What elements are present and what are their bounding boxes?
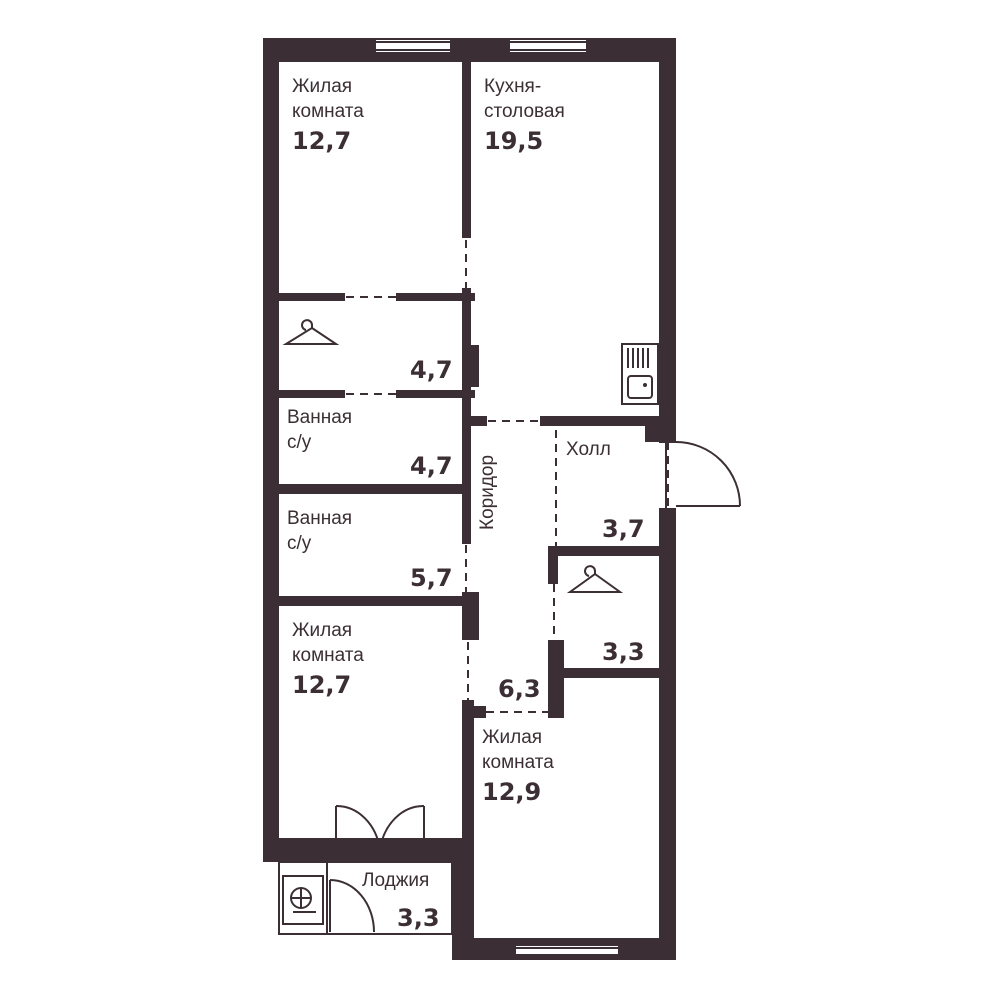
- svg-text:12,7: 12,7: [292, 127, 351, 155]
- svg-text:Ванная: Ванная: [287, 508, 352, 529]
- room-area: 12,7: [292, 671, 351, 699]
- room-living-room-1: Жилая комната 12,7: [292, 76, 364, 155]
- room-label-line: с/у: [287, 533, 312, 554]
- svg-text:3,7: 3,7: [602, 515, 645, 543]
- svg-text:с/у: с/у: [287, 432, 312, 453]
- loggia-frame: [278, 861, 453, 935]
- svg-text:12,9: 12,9: [482, 778, 541, 806]
- hanger-icon: [566, 565, 624, 593]
- svg-text:Холл: Холл: [566, 439, 611, 460]
- room-label-line: Жилая: [292, 620, 352, 641]
- room-label-line: Ванная: [287, 407, 352, 428]
- room-label-line: столовая: [484, 101, 565, 122]
- hanger-icon: [282, 319, 340, 345]
- svg-text:комната: комната: [482, 752, 554, 773]
- svg-text:3,3: 3,3: [602, 638, 645, 666]
- room-area: 3,3: [397, 904, 440, 932]
- room-area: 3,7: [602, 515, 645, 543]
- svg-text:19,5: 19,5: [484, 127, 543, 155]
- room-living-room-2: Жилая комната 12,7: [292, 620, 364, 699]
- wall-left: [263, 38, 279, 860]
- balcony-door-icon: [335, 804, 425, 859]
- room-label-line: Кухня-: [484, 76, 541, 97]
- room-label-line: Жилая: [292, 76, 352, 97]
- wall-right-lower: [659, 508, 676, 960]
- svg-text:Жилая: Жилая: [292, 620, 352, 641]
- svg-text:4,7: 4,7: [410, 356, 453, 384]
- room-label-line: комната: [292, 645, 364, 666]
- room-bathroom-1: Ванная с/у 4,7: [287, 407, 453, 480]
- room-loggia: Лоджия 3,3: [362, 870, 440, 932]
- svg-text:6,3: 6,3: [498, 675, 541, 703]
- room-kitchen-dining: Кухня- столовая 19,5: [484, 76, 565, 155]
- room-label-line: Лоджия: [362, 870, 429, 891]
- room-label-line: Коридор: [477, 455, 498, 530]
- room-area: 4,7: [410, 356, 453, 384]
- svg-text:комната: комната: [292, 101, 364, 122]
- svg-text:Кухня-: Кухня-: [484, 76, 541, 97]
- svg-text:4,7: 4,7: [410, 452, 453, 480]
- room-living-room-3: Жилая комната 12,9: [482, 727, 554, 806]
- air-conditioner-icon: [282, 875, 324, 925]
- room-area: 6,3: [498, 675, 541, 703]
- room-label-line: комната: [292, 101, 364, 122]
- window-icon: [376, 40, 618, 956]
- room-label-line: с/у: [287, 432, 312, 453]
- room-label-line: Ванная: [287, 508, 352, 529]
- wall-right-upper: [659, 38, 676, 443]
- room-area: 12,9: [482, 778, 541, 806]
- svg-text:Лоджия: Лоджия: [362, 870, 429, 891]
- svg-text:комната: комната: [292, 645, 364, 666]
- room-label-line: комната: [482, 752, 554, 773]
- room-hall: Холл 3,7: [566, 439, 645, 543]
- room-area: 12,7: [292, 127, 351, 155]
- room-area: 19,5: [484, 127, 543, 155]
- room-wardrobe-1: 4,7: [410, 356, 453, 384]
- svg-text:5,7: 5,7: [410, 564, 453, 592]
- svg-text:Ванная: Ванная: [287, 407, 352, 428]
- room-corridor: Коридор 6,3: [477, 455, 541, 703]
- room-bathroom-2: Ванная с/у 5,7: [287, 508, 453, 592]
- svg-text:3,3: 3,3: [397, 904, 440, 932]
- interior-walls: [279, 56, 661, 950]
- svg-text:12,7: 12,7: [292, 671, 351, 699]
- room-label-line: Холл: [566, 439, 611, 460]
- sink-icon: [621, 343, 659, 405]
- room-area: 4,7: [410, 452, 453, 480]
- room-label-line: Жилая: [482, 727, 542, 748]
- svg-text:столовая: столовая: [484, 101, 565, 122]
- room-wardrobe-2: 3,3: [602, 638, 645, 666]
- svg-text:Жилая: Жилая: [482, 727, 542, 748]
- room-area: 3,3: [602, 638, 645, 666]
- svg-text:Коридор: Коридор: [477, 455, 498, 530]
- door-swing-icon: [665, 441, 741, 508]
- room-area: 5,7: [410, 564, 453, 592]
- svg-text:Жилая: Жилая: [292, 76, 352, 97]
- openings: [346, 240, 669, 713]
- svg-text:с/у: с/у: [287, 533, 312, 554]
